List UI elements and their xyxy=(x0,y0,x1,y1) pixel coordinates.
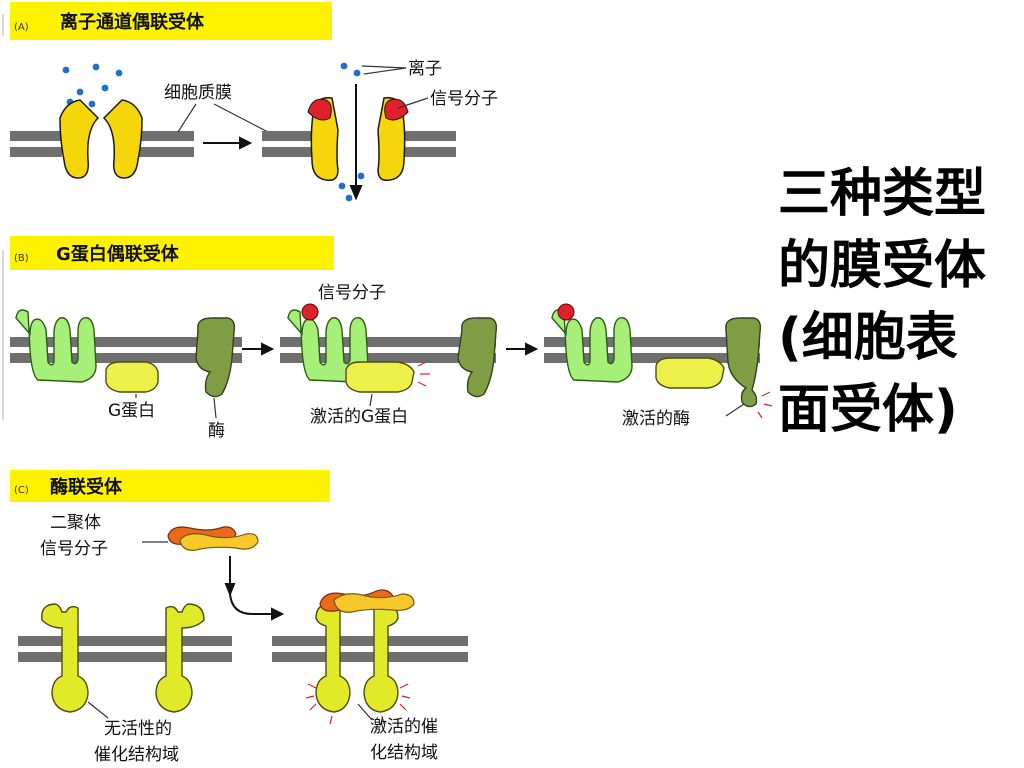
leader-inactive xyxy=(87,701,109,719)
signal-molecule-left xyxy=(307,98,332,121)
enzyme-1 xyxy=(195,317,236,398)
label-g-protein: G蛋白 xyxy=(108,401,155,421)
slide-title: 三种类型的膜受体(细胞表面受体) xyxy=(778,164,987,440)
leader-enzyme xyxy=(213,397,217,419)
enzyme-receptor-inactive xyxy=(41,603,205,713)
label-signal-a: 信号分子 xyxy=(430,89,498,109)
leader-ion xyxy=(361,65,407,75)
gpcr-receptor-1 xyxy=(15,309,97,383)
plasma-membrane-c-right xyxy=(272,636,468,662)
signal-molecule-b xyxy=(301,303,319,321)
label-active-g-protein: 激活的G蛋白 xyxy=(310,407,408,427)
ion-channel-closed xyxy=(59,99,143,179)
gpcr-receptor-3 xyxy=(551,303,633,383)
plasma-membrane-right xyxy=(262,131,456,157)
panel-b-title-band xyxy=(10,236,334,270)
gpcr-receptor-2 xyxy=(287,303,369,383)
plasma-membrane-b xyxy=(10,337,760,363)
transition-arrow-b2 xyxy=(506,342,539,356)
transition-arrow-b1 xyxy=(242,342,275,356)
active-g-protein-1 xyxy=(345,361,430,393)
label-dimer-2: 信号分子 xyxy=(40,539,108,559)
signal-molecule-right xyxy=(384,98,409,121)
active-enzyme xyxy=(725,317,773,419)
panel-a-title-band xyxy=(10,2,332,40)
plasma-membrane-c-left xyxy=(18,636,232,662)
transition-arrow-c xyxy=(224,556,285,621)
g-protein-1 xyxy=(105,361,159,393)
label-inactive-2: 催化结构域 xyxy=(94,745,179,765)
panel-a-tag: (A) xyxy=(14,22,29,33)
panel-c-title: 酶联受体 xyxy=(50,476,123,498)
panel-c-title-band xyxy=(10,470,330,502)
panel-a: (A) 离子通道偶联受体 细胞质膜 xyxy=(10,2,498,202)
dimer-signal-free xyxy=(167,526,259,551)
label-inactive-1: 无活性的 xyxy=(104,719,172,739)
label-plasma-membrane: 细胞质膜 xyxy=(164,83,232,103)
label-signal-b: 信号分子 xyxy=(318,283,386,303)
panel-b-tag: (B) xyxy=(14,253,29,264)
label-active-enzyme: 激活的酶 xyxy=(622,409,690,429)
panel-c-tag: (C) xyxy=(14,485,29,496)
label-active-2: 化结构域 xyxy=(370,743,438,763)
ion-cluster-right xyxy=(338,62,365,202)
panel-a-title: 离子通道偶联受体 xyxy=(60,11,205,33)
leader-signal-a xyxy=(397,97,429,109)
enzyme-receptor-active xyxy=(305,589,415,725)
panel-b-title: G蛋白偶联受体 xyxy=(56,243,180,265)
label-active-1: 激活的催 xyxy=(370,717,438,737)
ion-channel-open xyxy=(307,96,409,182)
enzyme-2 xyxy=(457,317,498,398)
label-dimer-1: 二聚体 xyxy=(50,513,101,533)
panel-b: (B) G蛋白偶联受体 G蛋白 酶 xyxy=(10,236,773,441)
leader-active-g xyxy=(369,393,373,407)
panel-c: (C) 酶联受体 二聚体 信号分子 无活性的 催化结构域 xyxy=(10,470,468,765)
transition-arrow-a xyxy=(203,136,253,150)
leader-membrane xyxy=(177,103,269,133)
label-ion: 离子 xyxy=(408,59,442,79)
plasma-membrane-left xyxy=(10,131,194,157)
leader-active xyxy=(357,703,373,721)
ion-cluster-top xyxy=(62,63,123,108)
leader-active-enzyme xyxy=(725,403,745,417)
active-g-protein-2 xyxy=(655,357,725,389)
label-enzyme: 酶 xyxy=(208,421,225,441)
ion-flow-arrow xyxy=(349,84,363,201)
signal-molecule-b3 xyxy=(557,303,575,321)
